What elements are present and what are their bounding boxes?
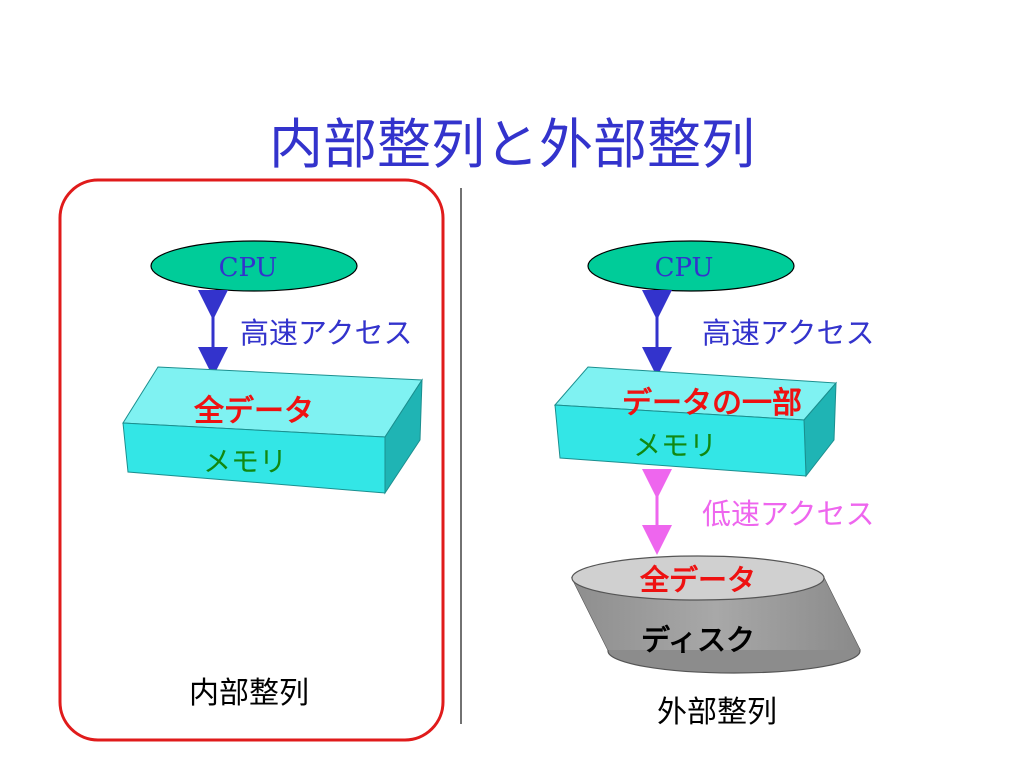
internal-sort-caption: 内部整列 <box>189 676 309 711</box>
external-disk-all-data-label: 全データ <box>639 563 756 597</box>
external-slow-access-label: 低速アクセス <box>702 497 875 531</box>
external-disk-label: ディスク <box>641 623 755 657</box>
internal-fast-access-label: 高速アクセス <box>240 316 413 350</box>
internal-cpu-ellipse <box>150 240 358 292</box>
slide-title: 内部整列と外部整列 <box>269 113 755 176</box>
external-sort-caption: 外部整列 <box>657 695 777 730</box>
external-memory-block <box>553 366 838 478</box>
internal-all-data-label: 全データ <box>193 394 314 429</box>
external-partial-data-label: データの一部 <box>622 386 802 421</box>
internal-cpu-label: CPU <box>219 253 278 283</box>
external-disk-cylinder <box>571 555 861 674</box>
internal-sort-highlight-frame <box>58 178 445 742</box>
external-memory-label: メモリ <box>633 429 717 462</box>
external-cpu-ellipse <box>587 240 795 292</box>
internal-memory-block <box>122 366 423 495</box>
internal-memory-label: メモリ <box>203 445 287 478</box>
external-cpu-label: CPU <box>655 253 714 283</box>
external-fast-access-label: 高速アクセス <box>702 316 875 350</box>
